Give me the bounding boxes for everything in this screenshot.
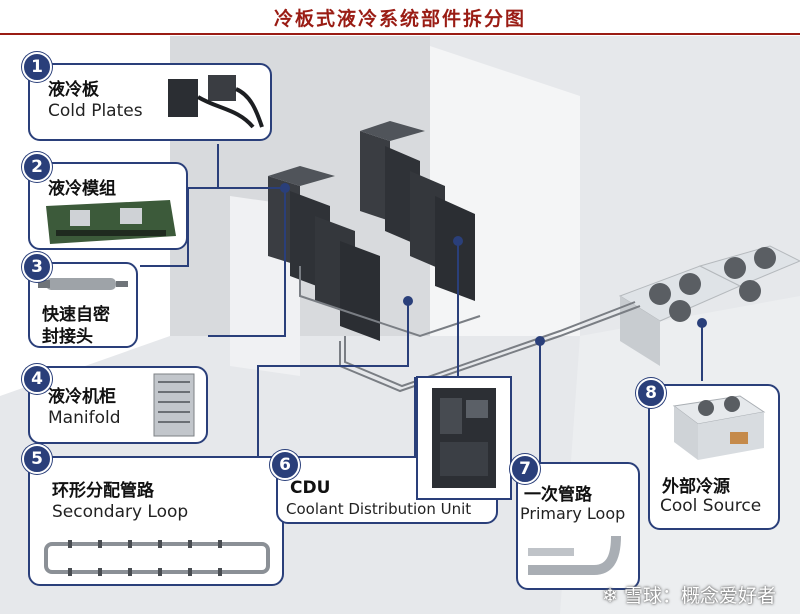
diagram-title: 冷板式液冷系统部件拆分图 bbox=[273, 8, 526, 30]
cdu-frame bbox=[416, 376, 512, 500]
badge-8: 8 bbox=[636, 378, 666, 408]
cdu-en: Coolant Distribution Unit bbox=[286, 500, 472, 518]
callout-primary-loop: 一次管路 Primary Loop bbox=[516, 462, 640, 590]
primary-loop-en: Primary Loop bbox=[520, 504, 626, 523]
callout-cold-plates: 液冷板 Cold Plates bbox=[28, 63, 272, 141]
badge-4: 4 bbox=[22, 364, 52, 394]
manifold-cabinet-image bbox=[153, 373, 195, 437]
cool-source-cn: 外部冷源 bbox=[662, 477, 730, 497]
watermark: ❄雪球：概念爱好者 bbox=[602, 581, 776, 608]
callout-secondary-loop: 环形分配管路 Secondary Loop bbox=[28, 456, 284, 586]
rack-row-right bbox=[360, 121, 475, 301]
badge-5: 5 bbox=[22, 444, 52, 474]
title-rule bbox=[0, 33, 800, 35]
cdu-label: CDU bbox=[290, 478, 331, 498]
badge-7: 7 bbox=[510, 454, 540, 484]
snowball-icon: ❄ bbox=[602, 585, 618, 607]
primary-pipe-image bbox=[528, 535, 621, 575]
badge-6: 6 bbox=[270, 450, 300, 480]
callout-cooling-module: 液冷模组 bbox=[28, 162, 188, 250]
connector-image bbox=[38, 278, 128, 290]
cold-plates-cn: 液冷板 bbox=[48, 80, 99, 100]
connection-dots bbox=[280, 183, 707, 346]
badge-1: 1 bbox=[22, 52, 52, 82]
cool-source-image bbox=[672, 395, 766, 460]
secondary-loop-en: Secondary Loop bbox=[52, 502, 189, 522]
secondary-loop-cn: 环形分配管路 bbox=[52, 481, 154, 501]
cool-source-en: Cool Source bbox=[660, 496, 762, 516]
badge-2: 2 bbox=[22, 152, 52, 182]
callout-manifold: 液冷机柜 Manifold bbox=[28, 366, 208, 444]
cooling-module-cn: 液冷模组 bbox=[48, 179, 116, 199]
module-board-image bbox=[46, 200, 176, 244]
outdoor-coolers bbox=[618, 245, 800, 366]
manifold-cn: 液冷机柜 bbox=[48, 387, 116, 407]
badge-3: 3 bbox=[22, 252, 52, 282]
diagram-stage: 液冷板 Cold Plates 1 液冷模组 2 快速自密 封接头 3 液 bbox=[0, 36, 800, 614]
callout-cool-source: 外部冷源 Cool Source bbox=[648, 384, 780, 530]
watermark-text: 雪球：概念爱好者 bbox=[623, 585, 776, 607]
cold-plates-en: Cold Plates bbox=[48, 101, 143, 121]
cold-plate-image bbox=[168, 75, 264, 129]
primary-loop-cn: 一次管路 bbox=[524, 485, 592, 505]
manifold-en: Manifold bbox=[48, 408, 121, 428]
piping bbox=[299, 266, 641, 393]
quick-connector-cn-line1: 快速自密 bbox=[42, 305, 110, 325]
loop-pipe-image bbox=[44, 540, 270, 576]
cdu-cabinet-image bbox=[432, 388, 496, 488]
quick-connector-cn-line2: 封接头 bbox=[42, 327, 93, 347]
